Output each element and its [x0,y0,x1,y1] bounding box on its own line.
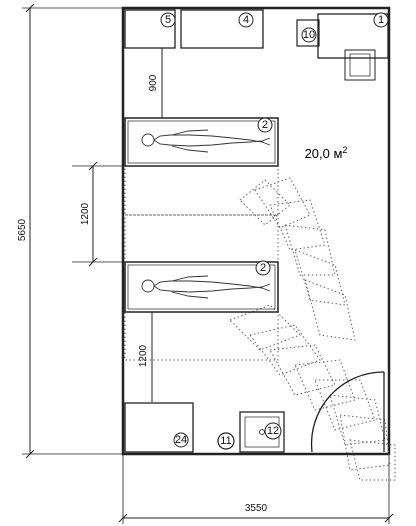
marker-24: 24 [175,434,187,446]
marker-4: 4 [243,14,249,26]
item-10: 10 [296,19,320,47]
cabinet-5: 5 [124,9,176,49]
dimension-gap-bottom: 1200 [138,312,153,402]
dimension-room-width: 3550 [118,454,394,524]
marker-2-top: 2 [262,119,268,131]
dimension-label-1200-between: 1200 [80,202,91,225]
item-11: 11 [217,432,235,450]
dimension-label-900: 900 [148,74,159,91]
person-figure-icon [141,129,271,153]
dimension-label-3550: 3550 [245,503,268,514]
dimension-label-5650: 5650 [17,218,28,241]
bed-1: 2 [124,117,279,167]
dimension-label-1200-bottom: 1200 [138,344,149,367]
bed-2: 2 [124,260,279,313]
dimension-room-height: 5650 [17,3,123,459]
marker-12: 12 [267,425,279,437]
cabinet-4: 4 [180,9,264,49]
marker-1: 1 [378,14,384,26]
marker-10: 10 [303,29,315,41]
dimension-gap-top: 900 [148,48,163,118]
cabinet-24: 24 [124,402,194,453]
marker-5: 5 [165,14,171,26]
room-walls [121,6,391,456]
dimension-gap-between: 1200 [72,161,123,267]
sink-12: 12 [239,411,285,453]
room-area-label: 20,0 м2 [305,145,348,161]
person-figure-icon [141,275,271,299]
marker-2-bottom: 2 [260,262,266,274]
door-swing-arc [310,371,385,453]
desk-1: 1 [317,12,389,81]
marker-11: 11 [220,435,231,447]
